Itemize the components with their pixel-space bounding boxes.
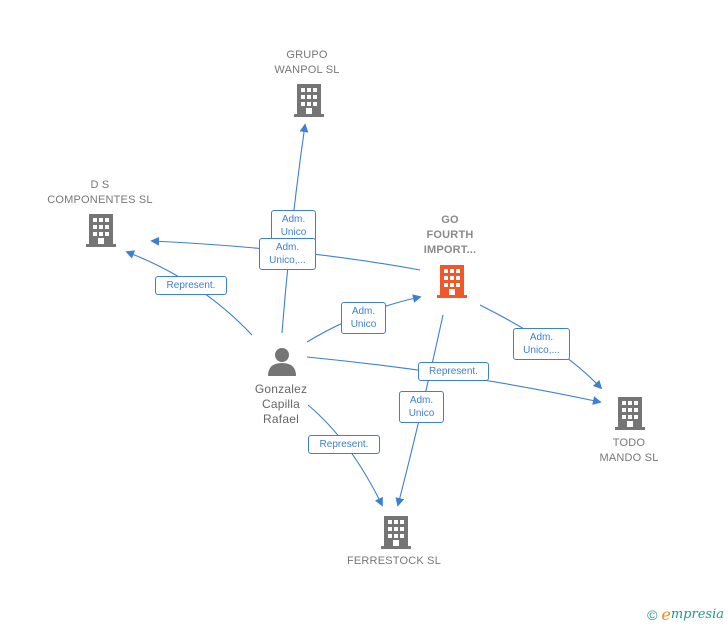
- node-label-line: Gonzalez: [254, 382, 308, 396]
- node-label-line: GRUPO: [286, 49, 328, 61]
- brand-footer[interactable]: © e mpresia: [647, 605, 724, 624]
- node-label-line: MANDO SL: [599, 452, 659, 464]
- node-label-line: Capilla: [261, 397, 301, 411]
- node-label-line: TODO: [612, 437, 646, 449]
- node-label-grupo-wanpol[interactable]: GRUPO WANPOL SL: [259, 48, 355, 78]
- edge-label-person-go[interactable]: Adm. Unico: [341, 302, 386, 334]
- node-label-line: FOURTH: [426, 229, 474, 241]
- node-label-go-fourth[interactable]: GO FOURTH IMPORT...: [405, 213, 495, 258]
- node-label-line: FERRESTOCK SL: [346, 555, 442, 567]
- building-icon-ferrestock[interactable]: [381, 516, 411, 549]
- edge-label-line: Unico: [408, 408, 435, 419]
- person-icon[interactable]: [268, 348, 296, 376]
- edge-label-line: Adm.: [351, 306, 376, 317]
- node-label-person[interactable]: Gonzalez Capilla Rafael: [236, 382, 326, 427]
- building-icon-ds-componentes[interactable]: [86, 214, 116, 247]
- edge-label-go-ferrestock[interactable]: Adm. Unico: [399, 391, 444, 423]
- building-icon-todo-mando[interactable]: [615, 397, 645, 430]
- node-label-todo-mando[interactable]: TODO MANDO SL: [584, 436, 674, 466]
- edge-label-person-wanpol[interactable]: Adm. Unico: [271, 210, 316, 242]
- edge-label-person-ferrestock[interactable]: Represent.: [308, 435, 380, 454]
- node-label-line: D S: [90, 179, 110, 191]
- edge-label-go-todo[interactable]: Adm. Unico,...: [513, 328, 570, 360]
- edge-label-line: Unico: [350, 319, 377, 330]
- edge-label-go-ds[interactable]: Adm. Unico,...: [259, 238, 316, 270]
- building-icon-go-fourth[interactable]: [437, 265, 467, 298]
- edge-label-line: Unico,...: [269, 255, 306, 266]
- node-label-line: COMPONENTES SL: [47, 194, 153, 206]
- edge-label-line: Represent.: [166, 280, 216, 291]
- edge-label-line: Adm.: [281, 214, 306, 225]
- building-icon-grupo-wanpol[interactable]: [294, 84, 324, 117]
- brand-logo-initial: e: [661, 605, 671, 624]
- node-label-line: WANPOL SL: [274, 64, 340, 76]
- node-label-line: Rafael: [263, 412, 299, 426]
- edge-label-line: Adm.: [529, 332, 554, 343]
- edge-label-line: Unico: [280, 227, 307, 238]
- node-label-line: GO: [441, 214, 459, 226]
- edge-label-person-todo[interactable]: Represent.: [418, 362, 489, 381]
- brand-logo-text: mpresia: [670, 607, 724, 622]
- edge-label-line: Represent.: [319, 439, 369, 450]
- edge-label-line: Adm.: [409, 395, 434, 406]
- edge-label-line: Unico,...: [523, 345, 560, 356]
- node-label-line: IMPORT...: [423, 244, 477, 256]
- copyright-icon: ©: [647, 606, 658, 623]
- edge-label-person-ds[interactable]: Represent.: [155, 276, 227, 295]
- edge-label-line: Represent.: [429, 366, 478, 377]
- node-label-ds-componentes[interactable]: D S COMPONENTES SL: [40, 178, 160, 208]
- edge-label-line: Adm.: [275, 242, 300, 253]
- node-label-ferrestock[interactable]: FERRESTOCK SL: [334, 554, 454, 569]
